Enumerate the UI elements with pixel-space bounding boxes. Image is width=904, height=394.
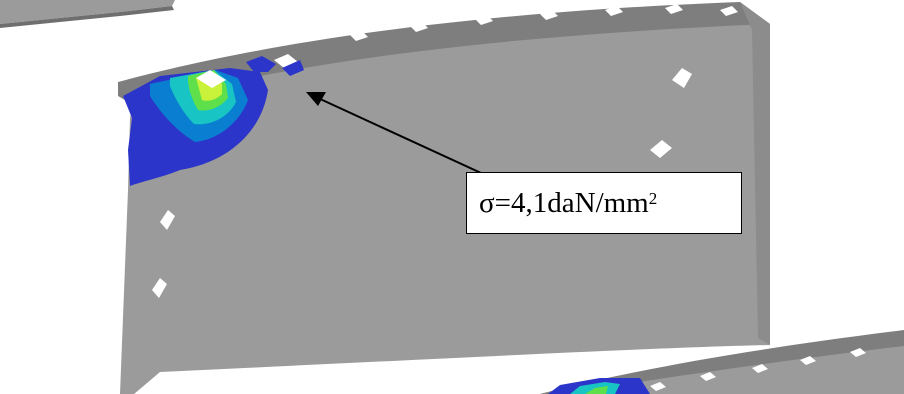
flange-hole bbox=[720, 6, 738, 16]
flange-hole bbox=[665, 4, 683, 14]
web-hole bbox=[672, 68, 692, 88]
web-holes bbox=[152, 68, 692, 298]
adjacent-part-stress-high bbox=[585, 386, 608, 394]
main-web-panel bbox=[120, 8, 770, 394]
flange-hole bbox=[752, 364, 768, 373]
sigma-symbol: σ bbox=[479, 186, 495, 219]
web-hole bbox=[160, 210, 175, 230]
flange-hole bbox=[540, 10, 558, 20]
flange-hole bbox=[475, 15, 493, 25]
web-hole bbox=[152, 278, 167, 298]
flange-holes bbox=[350, 4, 738, 41]
hotspot-hole bbox=[196, 70, 226, 88]
adjacent-part-fragment-shadow bbox=[0, 6, 174, 28]
callout-arrow-line bbox=[317, 97, 506, 185]
flange-hole bbox=[700, 372, 716, 381]
panel-end-face bbox=[740, 2, 770, 345]
flange-hole bbox=[650, 382, 666, 391]
stress-unit: daN/mm bbox=[547, 186, 649, 219]
unit-exponent: 2 bbox=[648, 189, 658, 208]
flange-notch bbox=[246, 56, 276, 72]
stress-value: 4,1 bbox=[511, 186, 548, 219]
flange-notch-edge bbox=[282, 60, 304, 76]
adjacent-part-fragment-top-left bbox=[0, 0, 175, 24]
top-flange bbox=[118, 2, 770, 106]
equals-sign: = bbox=[494, 186, 511, 219]
adjacent-part-holes bbox=[650, 348, 866, 391]
flange-hole bbox=[605, 6, 623, 16]
flange-hole bbox=[410, 22, 428, 32]
flange-hole bbox=[350, 31, 368, 41]
flange-hole bbox=[850, 348, 866, 357]
flange-hole bbox=[800, 356, 816, 365]
web-hole bbox=[650, 140, 672, 158]
arrow-up-left-icon bbox=[306, 92, 326, 106]
